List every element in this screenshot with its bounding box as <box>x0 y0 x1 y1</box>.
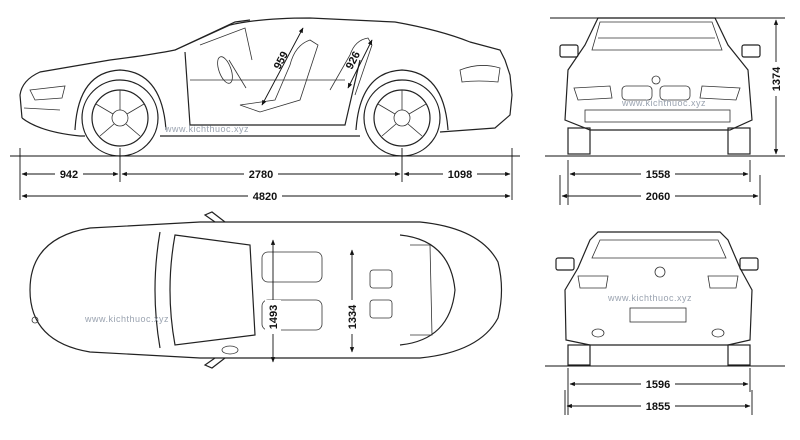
length-dimensions: 942 2780 1098 4820 <box>19 148 513 203</box>
rear-overhang-label: 1098 <box>448 169 472 181</box>
front-left-seat <box>261 251 323 283</box>
watermark-rear: www.kichthuoc.xyz <box>607 293 692 303</box>
front-right-seat <box>261 299 323 331</box>
total-length-label: 4820 <box>253 191 277 203</box>
right-mirror <box>741 44 761 58</box>
body-width-label: 1855 <box>646 401 670 413</box>
watermark-top: www.kichthuoc.xyz <box>84 314 169 324</box>
rear-right-mirror <box>739 257 759 271</box>
left-mirror <box>559 44 579 58</box>
height-label: 1374 <box>771 66 783 91</box>
side-view: 959 926 www.kichthuoc.xyz <box>19 17 513 157</box>
headroom-front-label: 959 <box>272 50 291 72</box>
wheelbase-label: 2780 <box>249 169 273 181</box>
front-view: www.kichthuoc.xyz <box>559 17 761 155</box>
front-shoulder-label: 1493 <box>268 305 280 329</box>
front-track-label: 1558 <box>646 169 670 181</box>
watermark-side: www.kichthuoc.xyz <box>164 124 249 134</box>
total-width-label: 2060 <box>646 191 670 203</box>
front-right-tire <box>727 127 751 155</box>
front-left-tire <box>567 127 591 155</box>
rear-shoulder-label: 1334 <box>347 304 359 329</box>
front-overhang-label: 942 <box>60 169 78 181</box>
watermark-front: www.kichthuoc.xyz <box>621 98 706 108</box>
rear-view: www.kichthuoc.xyz <box>555 231 759 366</box>
rear-left-tire <box>567 344 591 366</box>
rear-left-mirror <box>555 257 575 271</box>
headroom-rear-label: 926 <box>344 50 363 72</box>
rear-right-tire <box>727 344 751 366</box>
top-view: www.kichthuoc.xyz 1493 1334 <box>29 211 503 369</box>
rear-track-label: 1596 <box>646 379 670 391</box>
